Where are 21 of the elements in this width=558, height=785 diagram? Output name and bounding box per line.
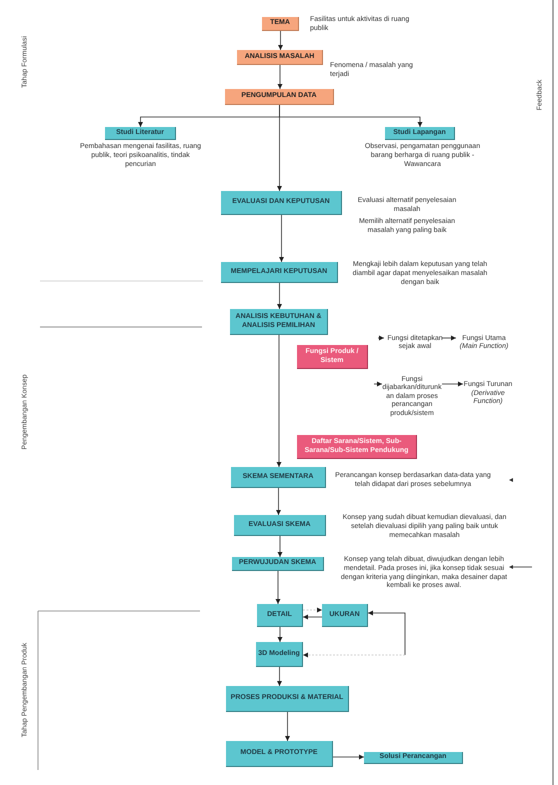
arrow [278, 30, 283, 50]
arrow [277, 282, 282, 310]
arrow [378, 336, 384, 340]
arrow [332, 754, 364, 760]
arrow [276, 570, 280, 604]
arrow [276, 334, 282, 468]
arrow [276, 488, 281, 516]
arrow [302, 652, 406, 658]
arrow [302, 608, 322, 612]
arrow [279, 214, 284, 262]
arrow [442, 382, 464, 386]
arrow [368, 610, 406, 656]
arrow [374, 382, 382, 386]
arrow [278, 536, 282, 558]
arrow [442, 336, 456, 340]
arrow [277, 666, 282, 686]
arrow [277, 104, 282, 192]
arrow [285, 712, 290, 742]
arrow [302, 614, 322, 620]
arrow [278, 64, 282, 90]
arrow [278, 626, 282, 642]
